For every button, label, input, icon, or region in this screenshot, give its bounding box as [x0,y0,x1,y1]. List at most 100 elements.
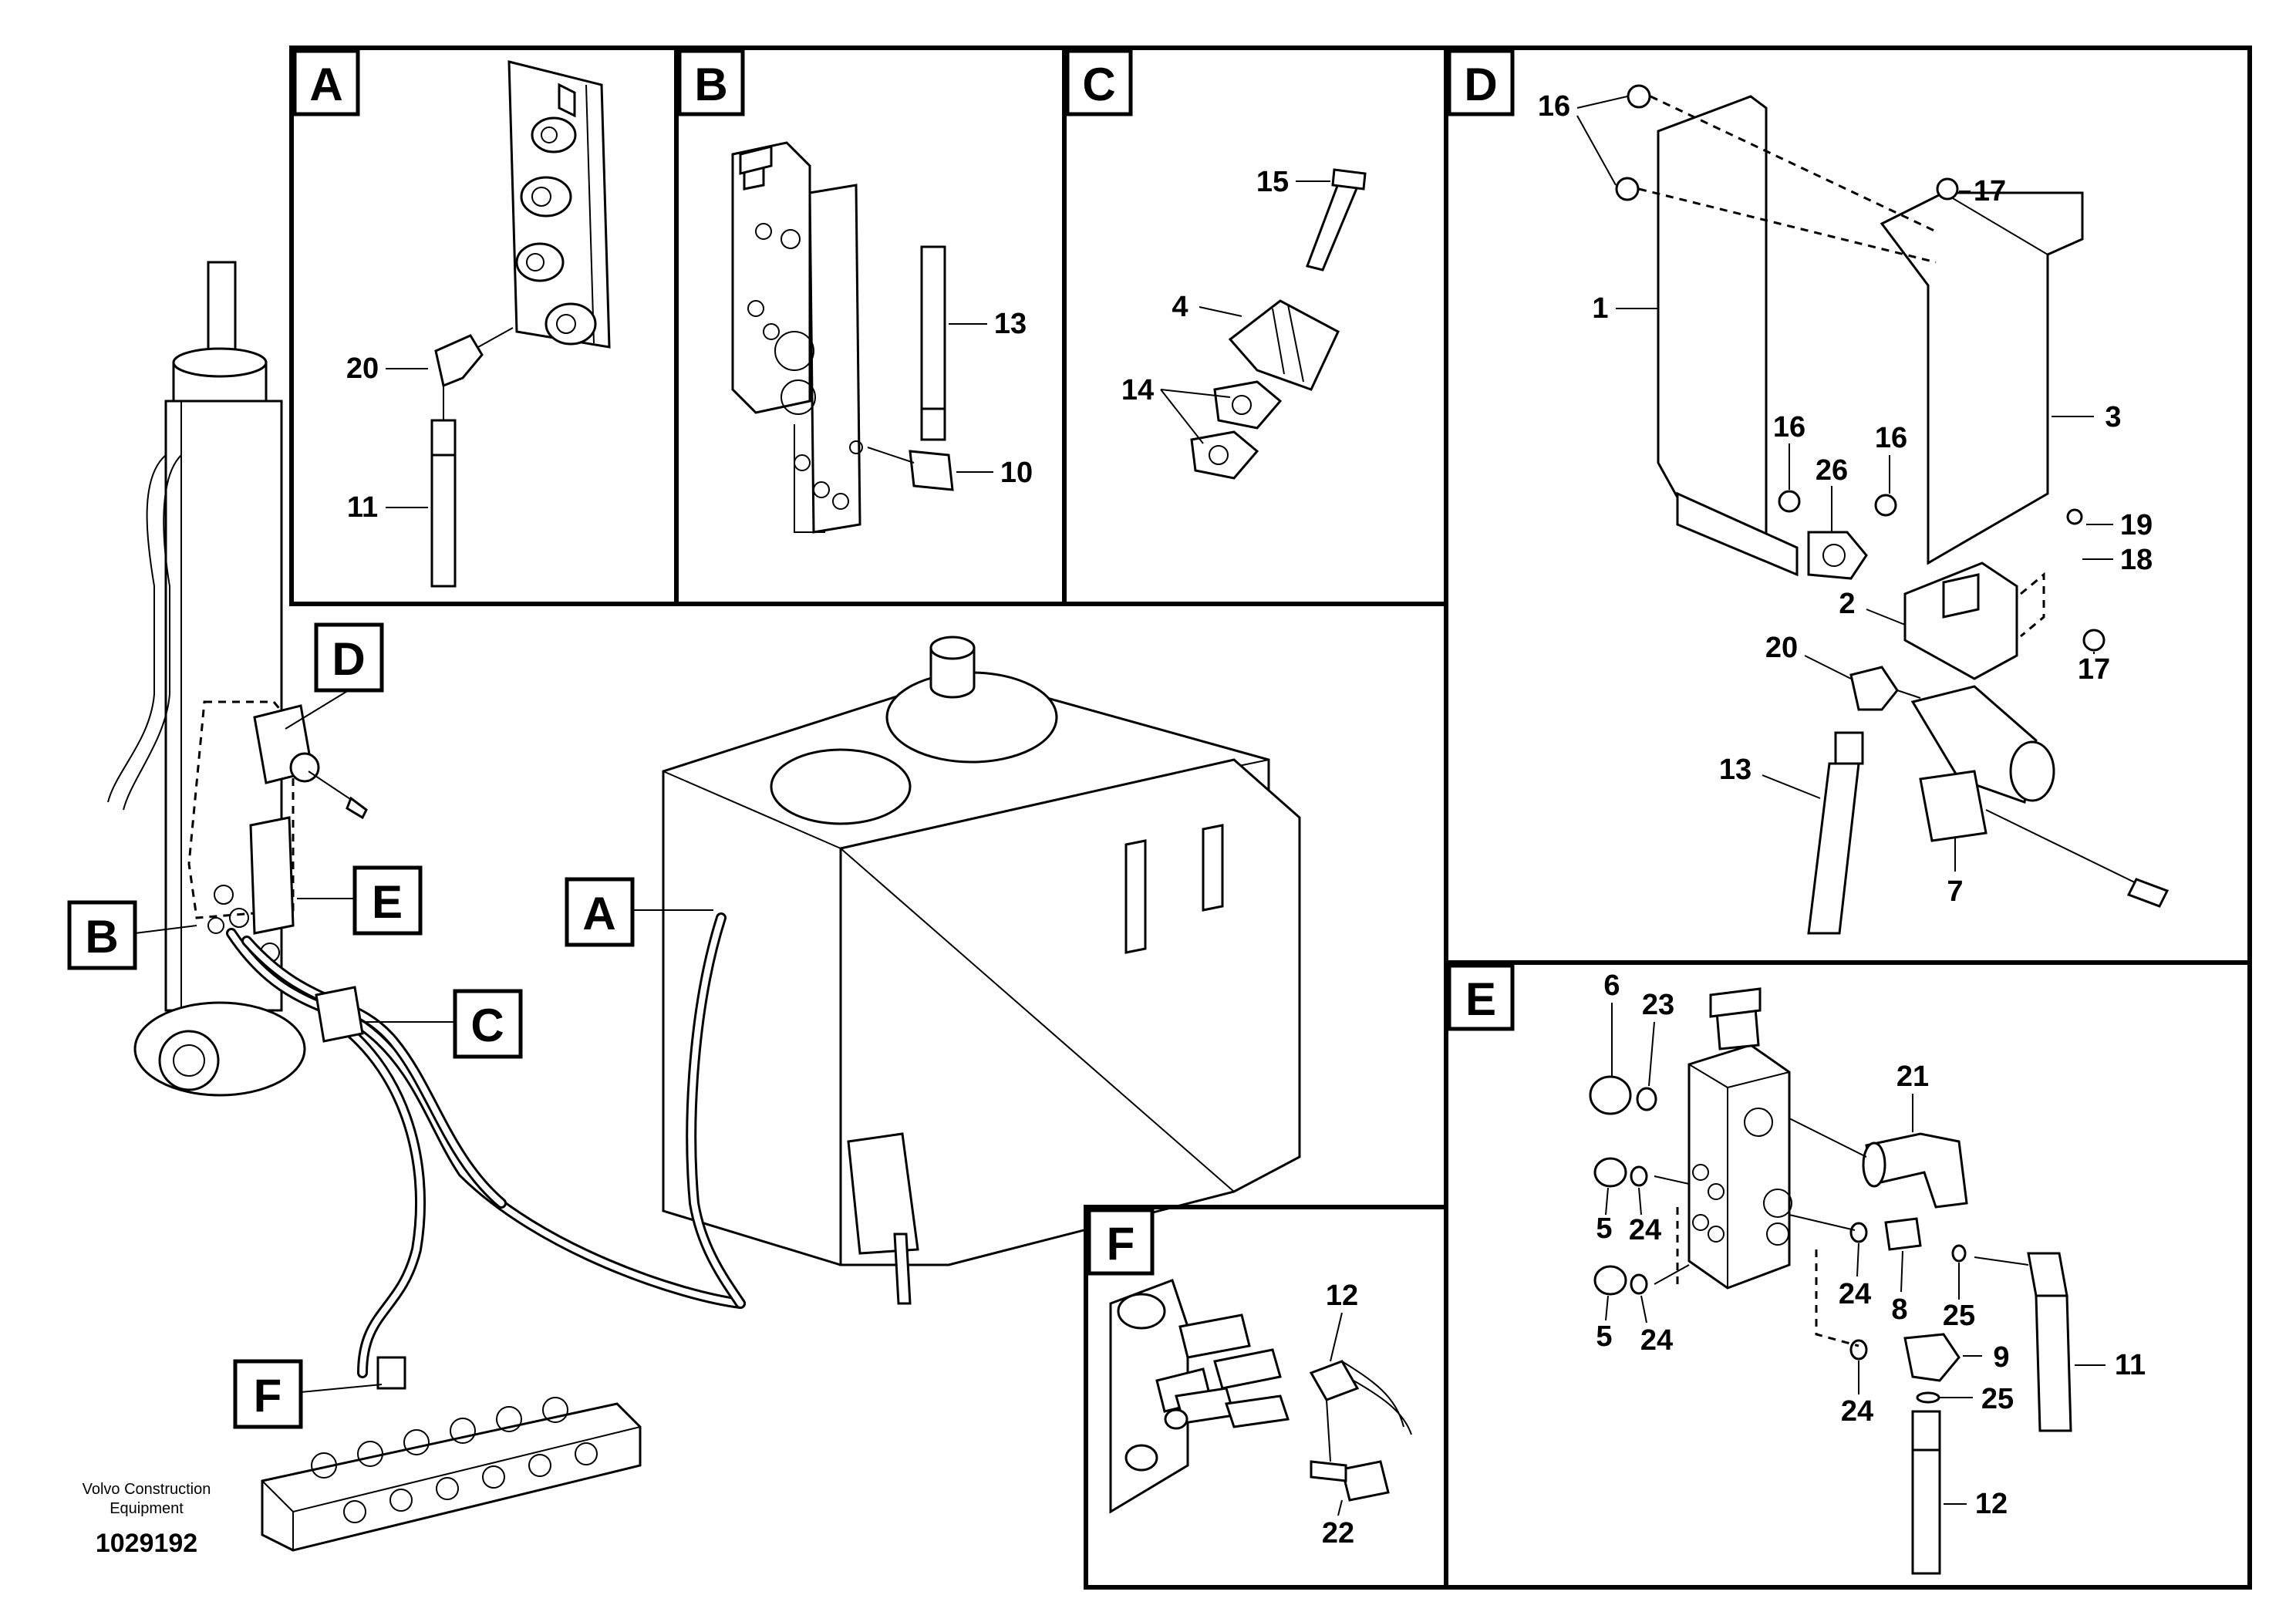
panel-E-callout-24-b: 24 [1839,1243,1871,1310]
svg-text:16: 16 [1875,422,1907,454]
control-valve-assembly [261,1356,642,1552]
panel-E-callout-21: 21 [1896,1061,1929,1132]
panel-E-callout-24-d: 24 [1841,1361,1873,1428]
svg-text:F: F [254,1370,282,1421]
overview-hoses [226,912,746,1378]
svg-text:12: 12 [1975,1488,2008,1520]
panel-A-callout-20: 20 [346,352,428,385]
panel-E-callout-25-b: 25 [1940,1383,2014,1415]
panel-D-callout-19: 19 [2086,509,2153,541]
svg-text:8: 8 [1891,1293,1907,1326]
svg-text:15: 15 [1256,166,1289,198]
svg-text:17: 17 [1974,175,2006,207]
svg-text:2: 2 [1839,588,1855,620]
overview-label-A[interactable]: A [565,877,713,947]
panel-E-callout-24-a: 24 [1629,1187,1661,1246]
svg-text:3: 3 [2105,401,2121,433]
svg-text:20: 20 [1765,632,1798,664]
svg-text:26: 26 [1816,454,1848,487]
svg-text:12: 12 [1326,1280,1358,1312]
svg-text:6: 6 [1603,969,1620,1002]
panel-letter-F: F [1107,1218,1135,1270]
panel-C-callout-4: 4 [1172,291,1242,323]
diagram-caption: Volvo Construction Equipment 1029192 [83,1481,211,1558]
panel-E-callout-11: 11 [2075,1349,2146,1381]
panel-C-callout-14: 14 [1121,374,1231,444]
svg-text:25: 25 [1943,1300,1975,1332]
svg-text:13: 13 [994,308,1027,340]
svg-text:B: B [85,911,118,963]
panel-E-callout-5-bottom: 5 [1596,1295,1613,1353]
panel-E-callout-25-a: 25 [1943,1263,1975,1332]
panel-letter-A: A [309,59,342,110]
svg-text:24: 24 [1841,1395,1873,1428]
svg-text:18: 18 [2120,544,2153,576]
panel-B-callout-13: 13 [949,308,1027,340]
overview-label-F[interactable]: F [233,1359,383,1429]
panel-E-callout-24-c: 24 [1640,1295,1673,1357]
panel-F-callout-22: 22 [1322,1499,1354,1549]
svg-text:1: 1 [1592,292,1608,325]
svg-text:25: 25 [1981,1383,2014,1415]
panel-E-callout-8: 8 [1891,1250,1908,1326]
overview-label-E[interactable]: E [297,865,423,936]
panel-D-callout-1: 1 [1592,292,1658,325]
svg-text:A: A [582,888,615,939]
panel-F: F 12 22 [1087,1208,1412,1549]
svg-text:11: 11 [347,491,378,524]
panel-F-callout-12: 12 [1326,1280,1358,1362]
svg-text:24: 24 [1629,1214,1661,1246]
panel-D-callout-17-bottom: 17 [2078,652,2110,686]
panel-C: C 15 4 14 [1065,49,1367,480]
panel-E-callout-6: 6 [1603,969,1620,1076]
overview-label-C[interactable]: C [362,989,523,1059]
svg-text:10: 10 [1000,457,1033,489]
hydraulic-tank [662,636,1301,1305]
panel-D-callout-7: 7 [1947,837,1964,908]
panel-E-callout-23: 23 [1642,989,1674,1087]
svg-text:23: 23 [1642,989,1674,1021]
panel-E-callout-12: 12 [1944,1488,2008,1520]
panel-D-callout-18: 18 [2082,544,2153,576]
svg-text:D: D [332,633,365,685]
svg-text:17: 17 [2078,653,2110,686]
panel-letter-D: D [1464,59,1497,110]
svg-text:24: 24 [1640,1324,1673,1357]
panel-dividers [674,48,2250,1587]
panel-letter-B: B [694,59,727,110]
svg-text:C: C [470,1000,504,1051]
svg-text:24: 24 [1839,1278,1871,1310]
overview-label-D[interactable]: D [285,622,384,730]
panel-C-callout-15: 15 [1256,166,1330,198]
caption-company-line2: Equipment [110,1500,184,1517]
overview-label-B[interactable]: B [67,900,197,970]
panel-D-callout-13: 13 [1719,754,1821,799]
svg-text:16: 16 [1538,90,1570,123]
panel-A-callout-11: 11 [347,491,428,524]
panel-B: B 13 10 [677,49,1033,534]
svg-text:9: 9 [1993,1341,2009,1374]
svg-text:20: 20 [346,352,379,385]
svg-text:22: 22 [1322,1517,1354,1549]
panel-D-callout-2: 2 [1839,588,1906,626]
document-number: 1029192 [96,1529,197,1558]
svg-text:16: 16 [1773,411,1805,443]
svg-text:19: 19 [2120,509,2153,541]
overview-drawing [107,261,1301,1552]
svg-text:14: 14 [1121,374,1154,406]
panel-E-callout-9: 9 [1963,1341,2010,1374]
svg-text:7: 7 [1947,875,1963,908]
panel-D-callout-16-top: 16 [1538,90,1628,186]
panel-D-callout-26: 26 [1816,454,1848,532]
caption-company: Volvo Construction [83,1481,211,1498]
svg-text:5: 5 [1596,1212,1612,1245]
svg-text:E: E [372,876,403,928]
panel-D-callout-16-right: 16 [1875,422,1907,494]
svg-text:13: 13 [1719,754,1752,786]
svg-text:21: 21 [1896,1061,1929,1093]
panel-letter-C: C [1082,59,1115,110]
svg-text:5: 5 [1596,1320,1612,1353]
svg-text:11: 11 [2115,1349,2146,1381]
panel-D-callout-16-left: 16 [1773,411,1805,490]
